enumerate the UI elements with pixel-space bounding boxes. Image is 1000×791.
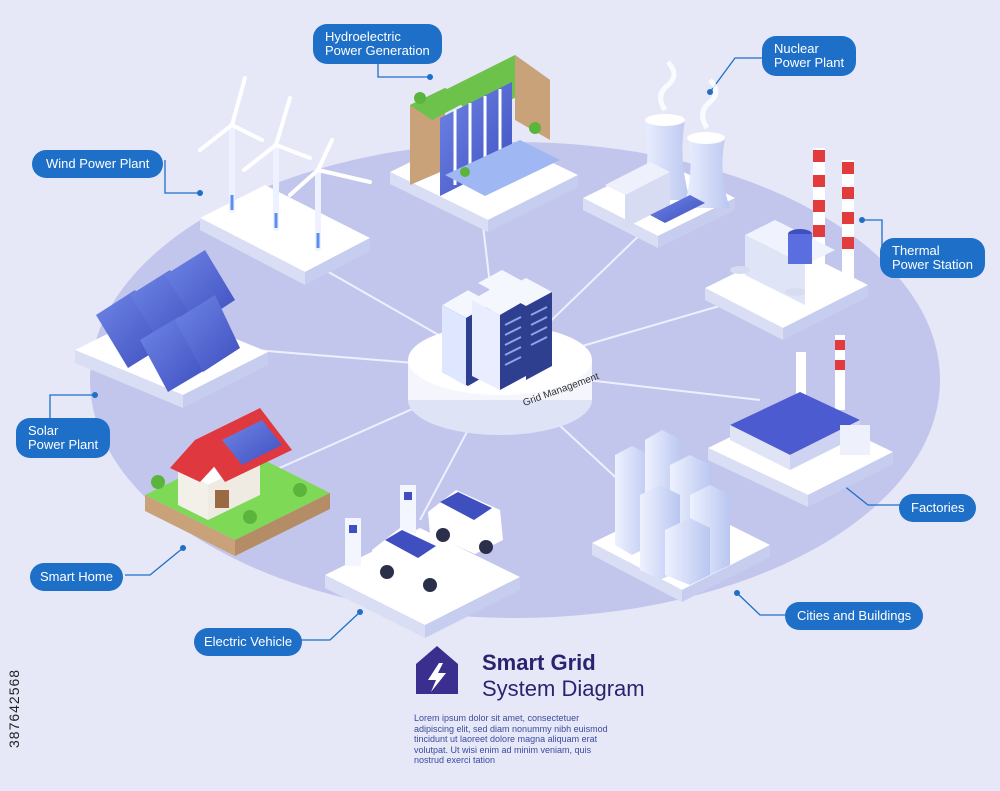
label-solar: Solar Power Plant [16,418,111,458]
label-factories: Factories [899,494,977,522]
label-thermal: Thermal Power Station [880,238,985,278]
description-text: Lorem ipsum dolor sit amet, consectetuer… [414,713,608,765]
label-nuclear: Nuclear Power Plant [762,36,857,76]
label-line: Power Station [892,257,973,272]
cities-and-buildings [592,430,770,602]
title-line-1: Smart Grid [482,650,596,675]
stock-id-text: 387642568 [6,668,22,748]
label-hydroelectric: Hydroelectric Power Generation [313,24,442,64]
label-cities: Cities and Buildings [785,602,924,630]
label-line: Nuclear [774,41,819,56]
label-line: Factories [911,500,965,515]
label-line: Thermal [892,243,940,258]
label-line: Solar [28,423,59,438]
label-line: Smart Home [40,569,113,584]
car-icon [372,528,448,592]
title-line-2: System Diagram [482,676,645,701]
electric-vehicle-station [325,485,520,638]
label-line: Power Plant [28,437,99,452]
wind-power-plant [198,76,372,285]
car-icon [428,490,503,554]
house-lightning-icon [416,646,458,694]
solar-power-plant [75,250,268,408]
nuclear-plant [583,60,735,248]
label-electric-vehicle: Electric Vehicle [194,628,303,656]
label-line: Cities and Buildings [797,608,912,623]
smart-home [145,408,330,556]
label-wind: Wind Power Plant [32,150,164,178]
server-rack-icon [442,270,552,390]
label-pointers [49,52,905,641]
stock-id-watermark: 387642568 [6,548,26,748]
label-line: Electric Vehicle [204,634,293,649]
label-smart-home: Smart Home [30,563,123,591]
label-line: Wind Power Plant [46,156,150,171]
factories [708,335,893,507]
label-line: Power Plant [774,55,845,70]
grid-management-hub: Grid Management [408,270,601,435]
label-line: Hydroelectric [325,29,401,44]
label-line: Power Generation [325,43,430,58]
hydroelectric-plant [390,55,578,232]
thermal-power-station [705,148,868,340]
